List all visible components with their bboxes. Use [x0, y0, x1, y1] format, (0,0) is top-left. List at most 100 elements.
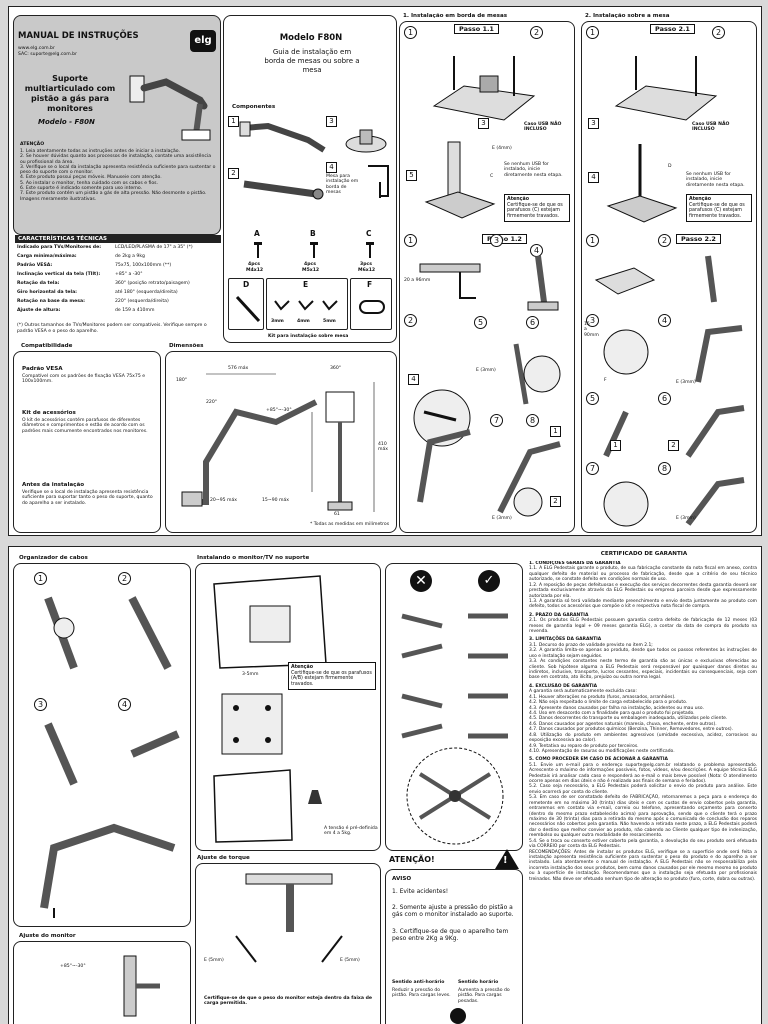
warranty-heading: 3. LIMITAÇÕES DA GARANTIA — [529, 637, 602, 643]
monitor-back-illustration — [213, 575, 327, 669]
installing-panel: 3-5mm Atenção Certifique-se de que os pa… — [195, 563, 381, 851]
warranty-para: 4.3. Apresente danos causados por falha … — [529, 705, 704, 711]
d-label: D — [668, 164, 672, 169]
kit-text: O kit de acessórios contém parafusos de … — [22, 418, 148, 434]
rotation-diagram — [406, 747, 504, 845]
installing-attention-text: Certifique-se de que os parafusos (A/B) … — [291, 670, 372, 687]
base-illustration-2 — [614, 56, 718, 121]
warranty-para: 4.6. Danos causados por agentes naturais… — [529, 721, 717, 727]
cable-arm-2 — [128, 596, 172, 670]
e4-label: E (4mm) — [492, 146, 512, 151]
install1-panel: Passo 1.1 1 2 3 Caso USB NÃO INCLUSO 5 E… — [399, 21, 575, 533]
warranty-para: 4.7. Danos causados por produtos químico… — [529, 727, 734, 733]
dim-label: 180° — [176, 378, 188, 383]
part-d-letter: D — [243, 280, 250, 289]
step-label-5: 5 — [406, 170, 417, 181]
compat-title: Compatibilidade — [21, 343, 73, 349]
warning-exclaim: ! — [503, 855, 508, 866]
install2-panel: Passo 2.1 1 2 3 Caso USB NÃO INCLUSO 4 D… — [581, 21, 757, 533]
warranty-para: 5.2. Caso seja necessário, a ELG Pedesta… — [529, 784, 757, 795]
arm-illustration-2d — [685, 405, 745, 458]
screw-b-qty: 4pcs — [304, 262, 316, 267]
e3-label: E (3mm) — [476, 368, 496, 373]
screw-b-size: M5x12 — [302, 268, 320, 273]
warranty-para: 5.1. Envie um e-mail para o endereço sup… — [529, 762, 757, 785]
warranty-para: 1.1. A ELG Pedestais garante o produto, … — [529, 566, 757, 583]
warranty-heading: 1. CONDIÇÕES GERAIS DA GARANTIA — [529, 561, 621, 566]
arm-illustration-2c — [603, 410, 629, 458]
warranty-heading: 4. EXCLUSÃO DE GARANTIA — [529, 683, 598, 689]
warranty-para: 4.8. Utilização do produto em ambientes … — [529, 732, 757, 744]
install2-attention-title: Atenção — [689, 197, 712, 202]
component-4-badge: 4 — [326, 162, 337, 173]
torque-e-right: E (5mm) — [340, 958, 360, 963]
passo-2-2: Passo 2.2 — [676, 234, 721, 244]
arm-illustration-2e — [603, 481, 649, 527]
screw-c-qty: 3pcs — [360, 262, 372, 267]
warranty-para: 4.5. Danos decorrentes do transporte ou … — [529, 716, 728, 722]
attention-item: 5. Ao instalar o monitor, tenha cuidado … — [20, 180, 159, 186]
dim-label: 220° — [206, 400, 218, 405]
component-3-badge: 3 — [326, 116, 337, 127]
screw-b-icon — [310, 242, 318, 258]
warning-item: 3. Certifique-se de que o aparelho tem p… — [392, 928, 509, 943]
warranty-para: 3.1. Decurso do prazo de validade previs… — [529, 642, 653, 648]
warranty-text: 1. CONDIÇÕES GERAIS DA GARANTIA 1.1. A E… — [529, 561, 757, 1021]
warranty-para: 1.2. A reposição de peças defeituosas e … — [529, 582, 757, 599]
compat-panel: Padrão VESA Compatível com os padrões de… — [13, 351, 161, 533]
attention-item: 6. Este suporte é indicado somente para … — [20, 185, 143, 191]
specs-title: CARACTERÍSTICAS TÉCNICAS — [15, 235, 221, 243]
product-title: Suporte multiarticulado com pistão a gás… — [24, 74, 116, 113]
step-2-box: 2 — [550, 496, 561, 507]
step-6-2: 6 — [526, 316, 539, 329]
e3-label-c: E (3mm) — [676, 516, 696, 521]
organizer-title: Organizador de cabos — [19, 555, 88, 561]
dim-label: 360° — [330, 366, 342, 371]
site-link[interactable]: www.elg.com.br — [18, 46, 55, 51]
kit-label: Kit para instalação sobre mesa — [268, 334, 349, 339]
attention-item: 1. Leia atentamente todas as instruções … — [20, 149, 180, 154]
org-step-3: 3 — [34, 698, 47, 711]
part-f-box: F — [350, 278, 392, 330]
warranty-para: 5.3. Em caso de ser constatado defeito d… — [529, 795, 757, 839]
warranty-heading: 2. PRAZO DA GARANTIA — [529, 612, 589, 618]
part-f-letter: F — [367, 280, 373, 289]
arm-side-illustration — [417, 429, 471, 503]
washer-icon — [359, 300, 385, 314]
rod-base-illustration — [606, 144, 678, 223]
usb-note-2b: Se nenhum USB for instalado, inicie dire… — [686, 172, 745, 188]
usb-note-2: Se nenhum USB for instalado, inicie dire… — [504, 162, 563, 178]
installing-title: Instalando o monitor/TV no suporte — [197, 555, 310, 561]
attention-list: 1. Leia atentamente todas as instruções … — [20, 149, 218, 202]
spec-row: Indicado para TVs/Monitores de: LCD/LED/… — [17, 245, 193, 250]
warranty-heading: 5. COMO PROCEDER EM CASO DE ACIONAR A GA… — [529, 757, 668, 763]
step2b-3: 3 — [586, 314, 599, 327]
manual-sheet-front: MANUAL DE INSTRUÇÕES www.elg.com.br SAC:… — [8, 6, 762, 536]
install2-attention-text: Certifique-se de que os parafusos (C) es… — [689, 202, 745, 219]
dims-panel: 576 máx 360° +85°~-30° 180° 220° 410 máx… — [165, 351, 397, 533]
warranty-para: 4.10. Apresentação de rasuras ou modific… — [529, 748, 675, 754]
sac-email[interactable]: SAC: suporte@elg.com.br — [18, 52, 77, 57]
install2-title: 2. Instalação sobre a mesa — [585, 13, 670, 19]
hex-size-label: 3-5mm — [242, 672, 259, 677]
vesa-title: Padrão VESA — [22, 366, 63, 372]
monitor-mounted-illustration — [213, 769, 293, 843]
passo-2-1: Passo 2.1 — [650, 24, 695, 34]
screw-b-letter: B — [310, 229, 316, 238]
install1-title: 1. Instalação em borda de mesas — [403, 13, 508, 19]
monitor-tilt-illustration — [123, 955, 160, 1017]
elg-logo: elg — [190, 30, 216, 52]
desk-clamp-illustration — [419, 263, 481, 299]
spec-row: Ajuste de altura: de 159 a 410mm — [17, 308, 155, 313]
attention-item: 4. Este produto possui peças móveis. Man… — [20, 175, 162, 181]
part-e-box: E 3mm 4mm 5mm — [266, 278, 348, 330]
correct-incorrect-panel: ✕ ✓ — [385, 563, 523, 851]
component-2-badge: 2 — [228, 168, 239, 179]
dims-title: Dimensões — [169, 343, 204, 349]
warranty-para: 2.1. Os produtos ELG Pedestais possuem g… — [529, 618, 757, 635]
warranty-para: 4.1. Houver alterações no produto (furos… — [529, 694, 676, 700]
monitor-adj-title: Ajuste do monitor — [19, 933, 76, 939]
attention-item: 3. Verifique se o local da instalação ap… — [20, 164, 216, 176]
incorrect-examples — [401, 613, 443, 739]
step2b-6: 6 — [658, 392, 671, 405]
